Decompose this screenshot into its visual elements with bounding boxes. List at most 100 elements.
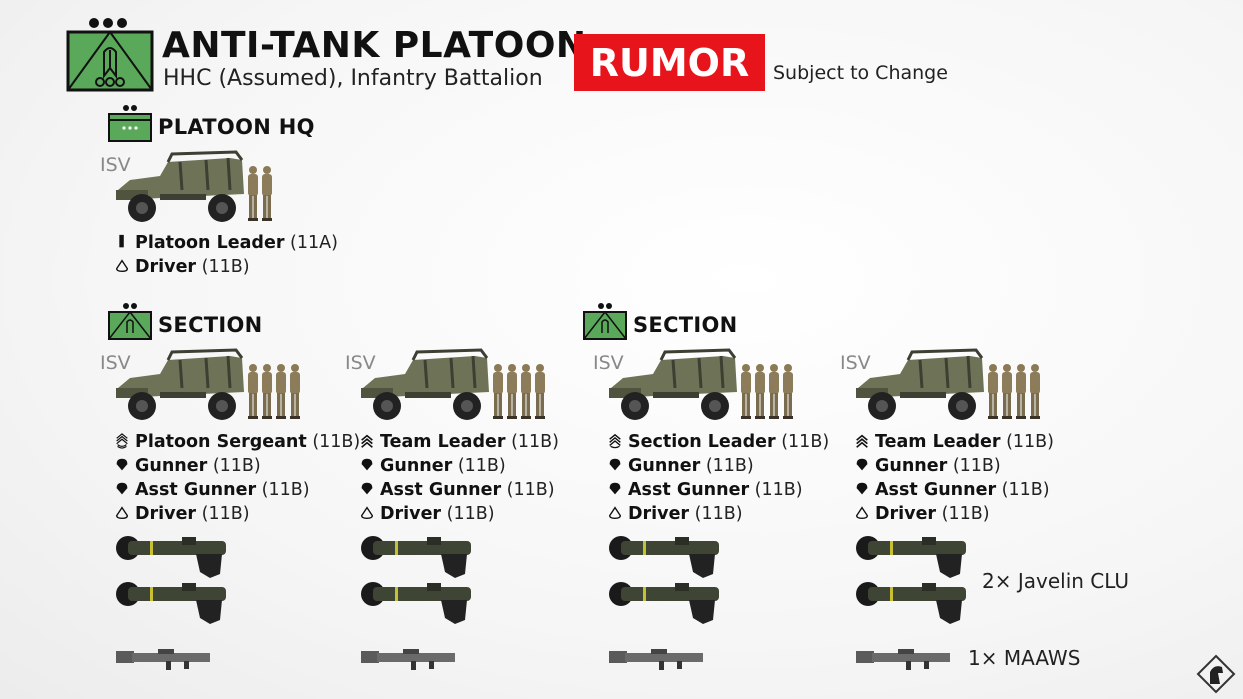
- member-row: Asst Gunner (11B): [607, 478, 829, 502]
- member-row: Platoon Leader (11A): [114, 231, 338, 255]
- member-list: Team Leader (11B)Gunner (11B)Asst Gunner…: [359, 430, 559, 526]
- soldiers-image: [491, 362, 549, 426]
- maaws-image: [854, 646, 954, 676]
- javelin-clu-image: [359, 534, 477, 584]
- rank-officer-bar-icon: [119, 234, 124, 248]
- member-mos: (11B): [261, 480, 310, 500]
- page-subtitle: HHC (Assumed), Infantry Battalion: [163, 66, 543, 91]
- javelin-clu-image: [607, 580, 725, 630]
- soldiers-image: [246, 164, 276, 228]
- rank-spc-icon: [116, 458, 128, 471]
- member-mos: (11B): [705, 456, 754, 476]
- rumor-badge: RUMOR: [574, 34, 765, 91]
- member-role: Driver: [875, 504, 937, 524]
- soldiers-image: [986, 362, 1044, 426]
- vehicle-label: ISV: [840, 352, 871, 374]
- member-row: Driver (11B): [359, 502, 559, 526]
- member-row: Gunner (11B): [607, 454, 829, 478]
- member-role: Platoon Leader: [135, 233, 285, 253]
- member-row: Driver (11B): [607, 502, 829, 526]
- isv-vehicle-image: [603, 348, 743, 428]
- soldiers-image: [739, 362, 797, 426]
- rank-private-icon: [360, 506, 374, 520]
- page-title: ANTI-TANK PLATOON: [162, 25, 587, 66]
- rank-spc-icon: [856, 482, 868, 495]
- platoon-hq-team: ISV Platoon Leader (11A)Driver (11B): [100, 150, 350, 290]
- member-mos: (11B): [754, 480, 803, 500]
- rank-spc-icon: [361, 482, 373, 495]
- javelin-clu-image: [359, 580, 477, 630]
- member-role: Gunner: [135, 456, 208, 476]
- member-row: Driver (11B): [854, 502, 1054, 526]
- member-row: Gunner (11B): [114, 454, 360, 478]
- rank-sgt-icon: [361, 434, 373, 448]
- rank-private-icon: [608, 506, 622, 520]
- rank-spc-icon: [856, 458, 868, 471]
- member-mos: (11B): [312, 432, 361, 452]
- rank-spc-icon: [609, 458, 621, 471]
- member-row: Driver (11B): [114, 502, 360, 526]
- rank-ssg-icon: [609, 433, 621, 449]
- member-row: Platoon Sergeant (11B): [114, 430, 360, 454]
- member-mos: (11B): [952, 456, 1001, 476]
- member-row: Asst Gunner (11B): [359, 478, 559, 502]
- member-mos: (11B): [1001, 480, 1050, 500]
- section-2-title: SECTION: [633, 313, 738, 337]
- subject-to-change-note: Subject to Change: [773, 62, 948, 84]
- member-row: Team Leader (11B): [359, 430, 559, 454]
- member-list: Team Leader (11B)Gunner (11B)Asst Gunner…: [854, 430, 1054, 526]
- member-role: Section Leader: [628, 432, 776, 452]
- section-1-unit-symbol: [108, 302, 152, 344]
- member-role: Driver: [135, 504, 197, 524]
- member-row: Team Leader (11B): [854, 430, 1054, 454]
- rank-sgt-icon: [856, 434, 868, 448]
- member-role: Platoon Sergeant: [135, 432, 307, 452]
- vehicle-label: ISV: [100, 352, 131, 374]
- maaws-image: [114, 646, 214, 676]
- member-row: Section Leader (11B): [607, 430, 829, 454]
- rank-private-icon: [115, 259, 129, 273]
- member-role: Driver: [380, 504, 442, 524]
- rank-private-icon: [115, 506, 129, 520]
- isv-vehicle-image: [110, 348, 250, 428]
- vehicle-label: ISV: [593, 352, 624, 374]
- member-role: Team Leader: [875, 432, 1001, 452]
- section-2-unit-symbol: [583, 302, 627, 344]
- platoon-hq-title: PLATOON HQ: [158, 115, 315, 139]
- soldiers-image: [246, 362, 304, 426]
- hq-unit-symbol: [108, 104, 152, 146]
- member-role: Gunner: [875, 456, 948, 476]
- rank-private-icon: [855, 506, 869, 520]
- javelin-clu-image: [114, 580, 232, 630]
- member-mos: (11B): [201, 504, 250, 524]
- member-mos: (11B): [506, 480, 555, 500]
- maaws-label: 1× MAAWS: [968, 646, 1081, 670]
- section-1-title: SECTION: [158, 313, 263, 337]
- rank-spc-icon: [361, 458, 373, 471]
- member-role: Gunner: [380, 456, 453, 476]
- javelin-label: 2× Javelin CLU: [982, 569, 1130, 593]
- member-role: Asst Gunner: [135, 480, 257, 500]
- member-list: Platoon Sergeant (11B)Gunner (11B)Asst G…: [114, 430, 360, 526]
- rank-spc-icon: [609, 482, 621, 495]
- javelin-clu-image: [854, 580, 972, 630]
- member-role: Team Leader: [380, 432, 506, 452]
- javelin-clu-image: [607, 534, 725, 584]
- isv-vehicle-image: [355, 348, 495, 428]
- member-role: Driver: [135, 257, 197, 277]
- member-list: Platoon Leader (11A)Driver (11B): [114, 231, 338, 279]
- member-row: Asst Gunner (11B): [854, 478, 1054, 502]
- member-mos: (11B): [941, 504, 990, 524]
- javelin-clu-image: [854, 534, 972, 584]
- member-row: Gunner (11B): [854, 454, 1054, 478]
- maaws-image: [607, 646, 707, 676]
- member-mos: (11B): [1006, 432, 1054, 452]
- member-row: Asst Gunner (11B): [114, 478, 360, 502]
- vehicle-label: ISV: [100, 154, 131, 176]
- member-mos: (11B): [212, 456, 261, 476]
- member-role: Asst Gunner: [875, 480, 997, 500]
- rank-sfc-icon: [116, 433, 128, 449]
